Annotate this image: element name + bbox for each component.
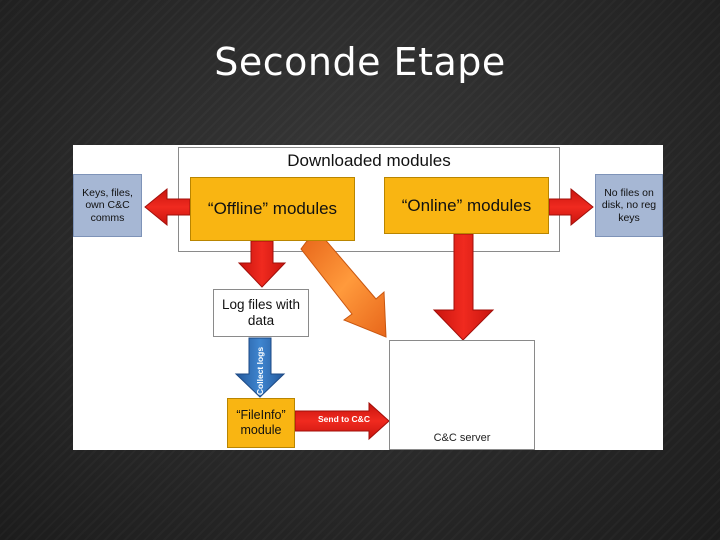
slide-title: Seconde Etape [214, 40, 506, 84]
arrow-online-to-nofiles [548, 187, 594, 227]
arrow-send-to-cc [294, 401, 390, 441]
arrows-layer [144, 187, 594, 441]
fileinfo-module-label: “FileInfo” module [236, 408, 286, 437]
arrow-offline-to-logs [237, 240, 287, 288]
collect-logs-label: Collect logs [255, 346, 265, 396]
arrow-offline-to-keys [144, 187, 191, 227]
no-files-box: No files on disk, no reg keys [595, 174, 663, 237]
offline-modules-label: “Offline” modules [207, 199, 338, 218]
online-modules-label: “Online” modules [401, 195, 532, 215]
keys-files-label: Keys, files, own C&C comms [82, 186, 133, 224]
arrow-online-to-server [432, 233, 495, 341]
arrow-collect-logs [234, 337, 286, 398]
log-files-label: Log files with data [221, 297, 301, 328]
keys-files-box: Keys, files, own C&C comms [73, 174, 142, 237]
group-title: Downloaded modules [287, 151, 451, 170]
cc-server-label: C&C server [433, 432, 491, 444]
fileinfo-module-box: “FileInfo” module [227, 398, 295, 448]
send-to-cc-label: Send to C&C [318, 414, 370, 424]
online-modules-box: “Online” modules [384, 177, 549, 234]
arrow-offline-to-server [300, 236, 387, 338]
no-files-label: No files on disk, no reg keys [601, 186, 657, 224]
offline-modules-box: “Offline” modules [190, 177, 355, 241]
log-files-box: Log files with data [213, 289, 309, 337]
diagram: Downloaded modules [73, 145, 663, 450]
cc-server-box [389, 340, 535, 450]
